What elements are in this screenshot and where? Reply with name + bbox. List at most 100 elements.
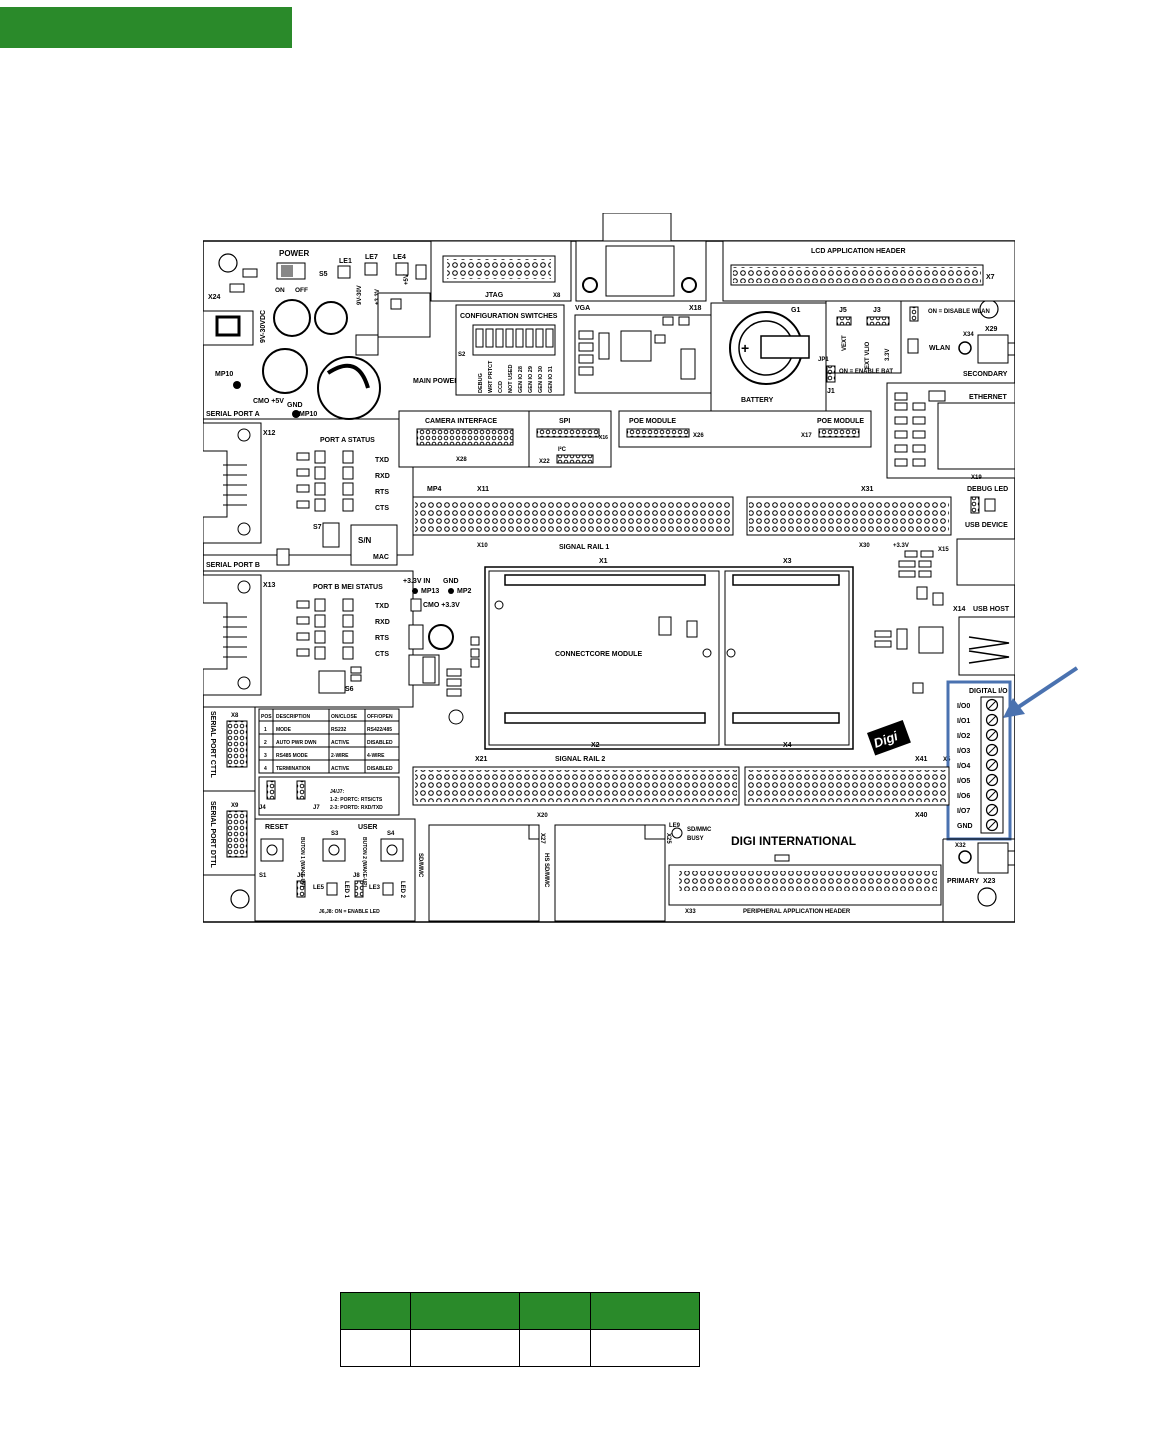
battery-plus-icon: + bbox=[741, 340, 749, 356]
table-cell: TERMINATION bbox=[276, 766, 311, 772]
x29-label: X29 bbox=[985, 326, 998, 333]
gnd-label: GND bbox=[287, 402, 303, 409]
poe-module-right-label: POE MODULE bbox=[817, 418, 864, 425]
enable-bat-label: ON = ENABLE BAT bbox=[839, 369, 893, 375]
sn-label: S/N bbox=[358, 536, 372, 545]
table-cell bbox=[589, 1329, 700, 1367]
x19-label: X19 bbox=[971, 475, 982, 481]
table-header-cell bbox=[339, 1292, 412, 1330]
table-cell: ACTIVE bbox=[331, 740, 350, 746]
table-cell: DISABLED bbox=[367, 740, 393, 746]
connectcore-label: CONNECTCORE MODULE bbox=[555, 651, 642, 658]
switch-label-6: GEN IO 29 bbox=[528, 366, 534, 393]
sdmmc-busy-line1: SD/MMC bbox=[687, 827, 712, 833]
v9-30-label: 9V-30V bbox=[357, 285, 363, 305]
section-header-bar bbox=[0, 7, 292, 48]
digi-international-label: DIGI INTERNATIONAL bbox=[731, 834, 856, 848]
vga-label: VGA bbox=[575, 305, 590, 312]
x9-label: X9 bbox=[231, 803, 239, 809]
j4j7-line1: 1-2: PORTC: RTS/CTS bbox=[330, 797, 383, 803]
vext-label: VEXT bbox=[842, 335, 848, 351]
x14-label: X14 bbox=[953, 606, 966, 613]
table-cell: ACTIVE bbox=[331, 766, 350, 772]
v5-label: +5V bbox=[404, 274, 410, 285]
x33-label: X33 bbox=[685, 909, 696, 915]
battery-label: BATTERY bbox=[741, 397, 774, 404]
reset-label: RESET bbox=[265, 824, 289, 831]
j6-label: J6 bbox=[297, 873, 304, 879]
board-diagram: POWER S5 ON OFF X24 LE1 LE7 LE4 9V-30V +… bbox=[203, 213, 1015, 923]
button1-label: BUTON 1 (WAKE-UP) bbox=[299, 837, 305, 888]
j6j8-label: J6,J8: ON = ENABLE LED bbox=[319, 909, 380, 915]
io-label-3: I/O3 bbox=[957, 748, 970, 755]
switch-label-7: GEN IO 30 bbox=[538, 366, 544, 393]
ext-vlio-label: EXT VLIO bbox=[865, 341, 871, 369]
usb-device-label: USB DEVICE bbox=[965, 522, 1008, 529]
x40-label: X40 bbox=[915, 812, 928, 819]
x22-label: X22 bbox=[539, 459, 550, 465]
debug-led-label: DEBUG LED bbox=[967, 486, 1008, 493]
x21-label: X21 bbox=[475, 756, 488, 763]
jtag-label: JTAG bbox=[485, 292, 504, 299]
table-header-row bbox=[339, 1292, 700, 1330]
digi-logo: Digi bbox=[867, 720, 911, 756]
button2-label: BUTON 2 (WAKE-UP) bbox=[361, 837, 367, 888]
sdmmc-busy-line2: BUSY bbox=[687, 836, 704, 842]
le5-label: LE5 bbox=[313, 885, 325, 891]
switch-label-8: GEN IO 31 bbox=[548, 366, 554, 393]
table-cell: AUTO PWR DWN bbox=[276, 740, 317, 746]
user-label: USER bbox=[358, 824, 377, 831]
g1-label: G1 bbox=[791, 307, 800, 314]
le7-label: LE7 bbox=[365, 254, 378, 261]
i2c-label: I²C bbox=[558, 446, 567, 453]
x26-label: X26 bbox=[693, 433, 704, 439]
table-cell: MODE bbox=[276, 727, 292, 733]
io-label-4: I/O4 bbox=[957, 763, 970, 770]
io-label-gnd: GND bbox=[957, 823, 973, 830]
j1-label: J1 bbox=[827, 388, 835, 395]
table-header-cell bbox=[410, 1292, 521, 1330]
table-cell: DISABLED bbox=[367, 766, 393, 772]
j4j7-title: J4/J7: bbox=[330, 789, 345, 795]
port-a-rxd: RXD bbox=[375, 473, 390, 480]
j7-label: J7 bbox=[313, 805, 320, 811]
x1-label: X1 bbox=[599, 558, 608, 565]
peripheral-header-label: PERIPHERAL APPLICATION HEADER bbox=[743, 909, 851, 915]
io-label-0: I/O0 bbox=[957, 703, 970, 710]
serial-port-a-label: SERIAL PORT A bbox=[206, 411, 260, 418]
mp13-label: MP13 bbox=[421, 588, 439, 595]
j4j7-line2: 2-3: PORTD: RXD/TXD bbox=[330, 805, 383, 811]
s3-label: S3 bbox=[331, 831, 339, 837]
mp10-label: MP10 bbox=[215, 371, 233, 378]
x28-label: X28 bbox=[456, 457, 467, 463]
x23-label: X23 bbox=[983, 878, 996, 885]
port-b-txd: TXD bbox=[375, 603, 389, 610]
table-row bbox=[339, 1329, 700, 1367]
switch-label-2: WRT PRTCT bbox=[488, 360, 494, 393]
table-cell: 4-WIRE bbox=[367, 753, 385, 759]
table-head-desc: DESCRIPTION bbox=[276, 714, 311, 720]
switch-label-3: CCD bbox=[498, 381, 504, 393]
s5-label: S5 bbox=[319, 271, 328, 278]
x8b-label: X8 bbox=[231, 713, 239, 719]
port-a-txd: TXD bbox=[375, 457, 389, 464]
table-header-cell bbox=[589, 1292, 700, 1330]
x10-label: X10 bbox=[477, 543, 488, 549]
switch-settings-table: POS DESCRIPTION ON/CLOSE OFF/OPEN 1 MODE… bbox=[258, 708, 400, 774]
x16-label: X16 bbox=[599, 435, 608, 441]
led1-label: LED 1 bbox=[343, 881, 349, 899]
x31-label: X31 bbox=[861, 486, 874, 493]
port-b-rts: RTS bbox=[375, 635, 389, 642]
x3-label: X3 bbox=[783, 558, 792, 565]
mp4-label: MP4 bbox=[427, 486, 442, 493]
j8-label: J8 bbox=[353, 873, 360, 879]
s6-label: S6 bbox=[345, 686, 354, 693]
x7-label: X7 bbox=[986, 274, 995, 281]
camera-interface-label: CAMERA INTERFACE bbox=[425, 418, 497, 425]
callout-arrow-icon bbox=[1003, 666, 1079, 718]
port-a-status-label: PORT A STATUS bbox=[320, 437, 375, 444]
x18-label: X18 bbox=[689, 305, 702, 312]
secondary-label: SECONDARY bbox=[963, 371, 1008, 378]
j3-label: J3 bbox=[873, 307, 881, 314]
x13-label: X13 bbox=[263, 582, 276, 589]
